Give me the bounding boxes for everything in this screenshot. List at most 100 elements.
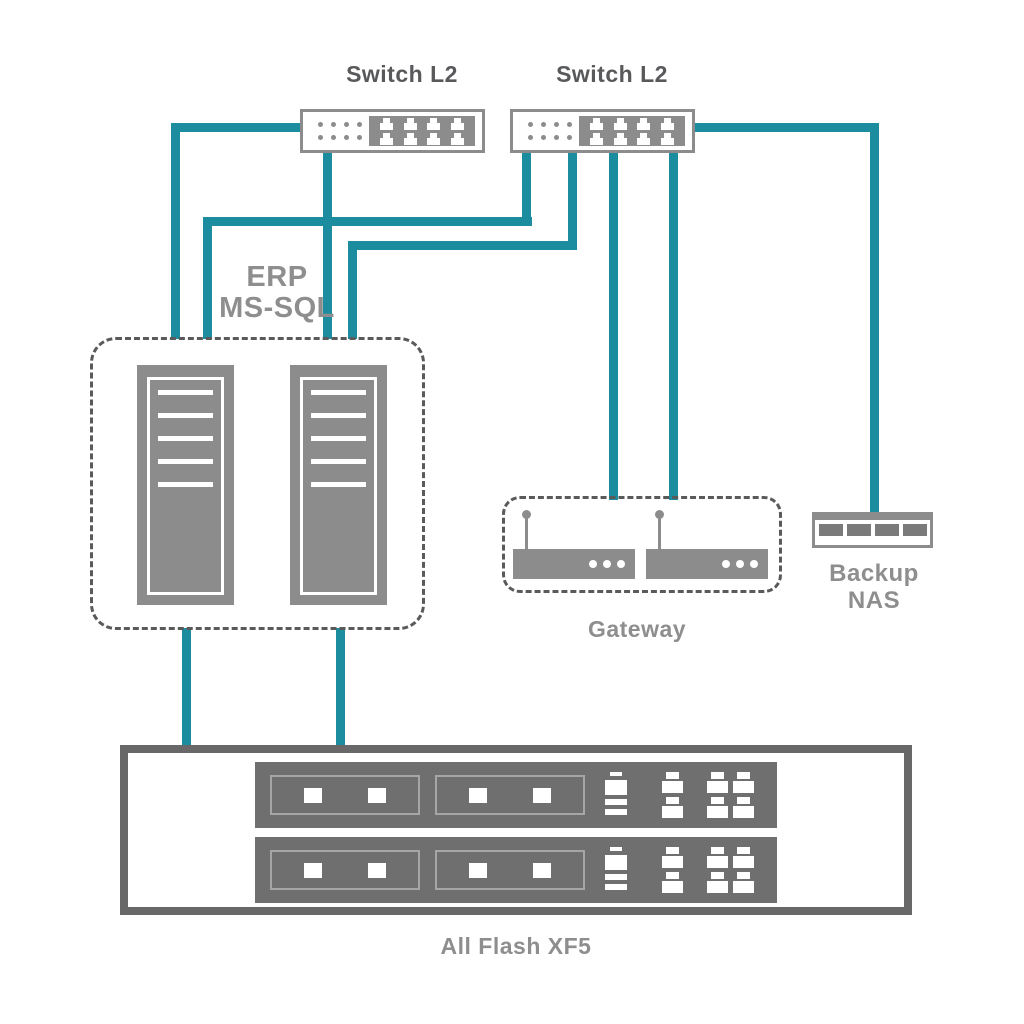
link-erp2-to-allflash <box>336 628 345 749</box>
rj45-port-icon <box>403 132 417 145</box>
port-quad <box>707 847 754 893</box>
all-flash-label: All Flash XF5 <box>440 933 592 959</box>
backup-nas <box>812 512 933 548</box>
gateway-group-box <box>502 496 782 593</box>
storage-controller-2 <box>255 837 777 903</box>
rj45-port-icon <box>662 772 683 793</box>
storage-controller-1 <box>255 762 777 828</box>
rj45-port-icon <box>733 797 754 818</box>
led-dot-icon <box>344 122 349 127</box>
erp-group-label: ERP MS-SQL <box>177 261 377 324</box>
rj45-port-icon <box>379 132 393 145</box>
rj45-port-icon <box>451 117 465 130</box>
router-led-icon <box>750 560 758 568</box>
erp-server-1 <box>137 365 234 605</box>
link-switch-right-to-erp1-h <box>203 217 532 226</box>
port-column <box>707 772 728 818</box>
led-dot-icon <box>567 122 572 127</box>
switch-led-grid <box>528 122 572 140</box>
router-led-icon <box>722 560 730 568</box>
led-dot-icon <box>554 122 559 127</box>
rj45-port-icon <box>662 847 683 868</box>
switch-left <box>300 109 485 153</box>
switch-led-grid <box>318 122 362 140</box>
server-vent-line <box>158 459 213 464</box>
link-switch-right-to-erp2-v1 <box>568 148 577 250</box>
rj45-port-icon <box>613 132 627 145</box>
drive-slot-icon <box>469 862 487 878</box>
led-dot-icon <box>331 135 336 140</box>
drive-module <box>270 775 420 815</box>
led-dot-icon <box>318 122 323 127</box>
drive-slot-icon <box>533 787 551 803</box>
all-flash-xf5 <box>120 745 912 915</box>
switch-port-panel <box>369 116 475 146</box>
drive-module <box>270 850 420 890</box>
link-switch-right-to-nas-h <box>691 123 879 132</box>
nas-label-line2: NAS <box>847 586 901 614</box>
rj45-port-icon <box>733 872 754 893</box>
link-switch-left-to-erp2-v <box>323 148 332 339</box>
led-dot-icon <box>554 135 559 140</box>
port-quad <box>707 772 754 818</box>
drive-module <box>435 775 585 815</box>
switch-left-label: Switch L2 <box>346 61 458 87</box>
port-column <box>733 847 754 893</box>
rj45-port-icon <box>733 772 754 793</box>
rj45-port-icon <box>451 132 465 145</box>
link-switch-right-to-gateway1 <box>609 148 618 500</box>
rj45-port-icon <box>661 132 675 145</box>
drive-bay-icon <box>846 524 871 536</box>
rj45-port-icon <box>733 847 754 868</box>
server-vent-line <box>311 459 366 464</box>
link-switch-right-to-erp1-v2 <box>203 217 212 339</box>
link-switch-right-to-erp2-h <box>348 241 577 250</box>
server-front-panel <box>300 377 377 595</box>
erp-label-line1: ERP <box>246 261 308 293</box>
rj45-port-icon <box>707 772 728 793</box>
link-switch-right-to-erp2-v2 <box>348 241 357 339</box>
server-vent-line <box>311 482 366 487</box>
drive-slot-icon <box>533 862 551 878</box>
link-switch-right-to-gateway2 <box>669 148 678 500</box>
rj45-port-icon <box>707 847 728 868</box>
rj45-port-icon <box>613 117 627 130</box>
link-switch-left-to-erp1-v <box>171 123 180 339</box>
nas-bay-row <box>815 524 930 536</box>
link-switch-right-to-erp1-v1 <box>522 148 531 226</box>
server-front-panel <box>147 377 224 595</box>
server-vent-line <box>311 436 366 441</box>
led-dot-icon <box>318 135 323 140</box>
port-column <box>733 772 754 818</box>
link-erp1-to-allflash <box>182 628 191 749</box>
led-dot-icon <box>567 135 572 140</box>
led-dot-icon <box>541 135 546 140</box>
led-dot-icon <box>541 122 546 127</box>
router-led-icon <box>603 560 611 568</box>
port-column <box>707 847 728 893</box>
server-vent-line <box>311 390 366 395</box>
server-vent-line <box>311 413 366 418</box>
rj45-port-icon <box>589 117 603 130</box>
switch-port-panel <box>579 116 685 146</box>
antenna-icon <box>522 510 531 549</box>
drive-slot-icon <box>469 787 487 803</box>
led-dot-icon <box>344 135 349 140</box>
erp-server-2 <box>290 365 387 605</box>
rj45-port-icon <box>707 797 728 818</box>
switch-right <box>510 109 695 153</box>
drive-slot-icon <box>304 862 322 878</box>
drive-slot-icon <box>368 787 386 803</box>
gateway-label: Gateway <box>587 616 687 642</box>
rj45-port-icon <box>637 132 651 145</box>
rj45-port-icon <box>662 872 683 893</box>
rj45-port-icon <box>379 117 393 130</box>
erp-group-box <box>90 337 425 630</box>
rj45-port-icon <box>637 117 651 130</box>
battery-icon <box>605 772 627 815</box>
nas-top-strip <box>815 515 930 520</box>
rj45-port-icon <box>427 117 441 130</box>
antenna-icon <box>655 510 664 549</box>
drive-bay-icon <box>818 524 843 536</box>
led-dot-icon <box>357 122 362 127</box>
